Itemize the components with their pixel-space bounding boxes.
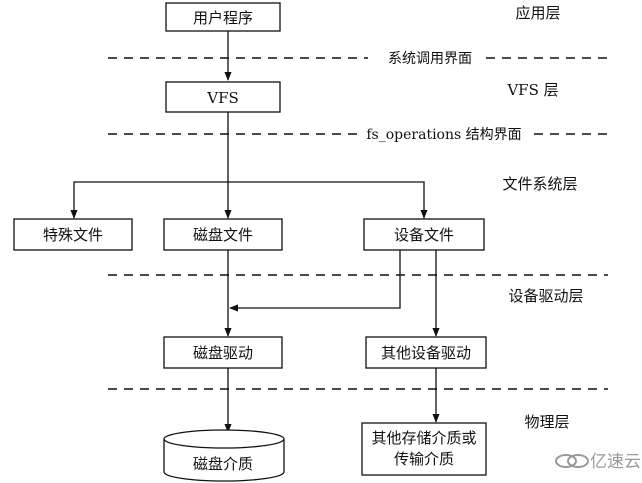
box-other-device-driver: 其他设备驱动 — [365, 336, 487, 369]
box-disk-file-label: 磁盘文件 — [193, 226, 253, 244]
layer-label-vfs: VFS 层 — [506, 81, 558, 99]
edge-device-file-to-disk-path — [229, 250, 401, 312]
box-other-media-label-line2: 传输介质 — [394, 450, 454, 468]
box-other-device-driver-label: 其他设备驱动 — [381, 344, 471, 362]
box-user-program-label: 用户程序 — [193, 9, 253, 27]
box-disk-driver-label: 磁盘驱动 — [193, 344, 253, 362]
box-special-file: 特殊文件 — [13, 218, 133, 251]
box-special-file-label: 特殊文件 — [43, 226, 103, 244]
syscall-interface-label: 系统调用界面 — [388, 51, 472, 67]
fs-operations-interface-label: fs_operations 结构界面 — [366, 127, 521, 143]
box-other-media-label-line1: 其他存储介质或 — [371, 429, 476, 447]
layer-label-filesystem: 文件系统层 — [502, 175, 577, 193]
layer-label-device-driver: 设备驱动层 — [508, 287, 583, 305]
box-device-file: 设备文件 — [363, 218, 485, 251]
layer-label-physical: 物理层 — [524, 413, 569, 431]
disk-media-cylinder: 磁盘介质 — [163, 429, 285, 482]
box-vfs-label: VFS — [206, 89, 239, 107]
box-disk-file: 磁盘文件 — [163, 218, 283, 251]
disk-media-label: 磁盘介质 — [193, 455, 253, 473]
box-user-program: 用户程序 — [165, 2, 281, 32]
fs-operations-interface-line: fs_operations 结构界面 — [108, 127, 608, 143]
syscall-interface-line: 系统调用界面 — [108, 51, 608, 67]
edge-branch-to-device-file — [228, 181, 428, 219]
watermark-text: 亿速云 — [590, 452, 641, 472]
watermark: 亿速云 — [555, 452, 641, 472]
cloud-logo-icon — [555, 454, 589, 468]
edge-branch-to-special-file — [70, 181, 228, 219]
box-disk-driver: 磁盘驱动 — [163, 336, 283, 369]
box-device-file-label: 设备文件 — [394, 226, 454, 244]
box-other-media: 其他存储介质或 传输介质 — [361, 422, 487, 476]
layer-label-app: 应用层 — [515, 4, 560, 22]
box-vfs: VFS — [165, 81, 281, 113]
